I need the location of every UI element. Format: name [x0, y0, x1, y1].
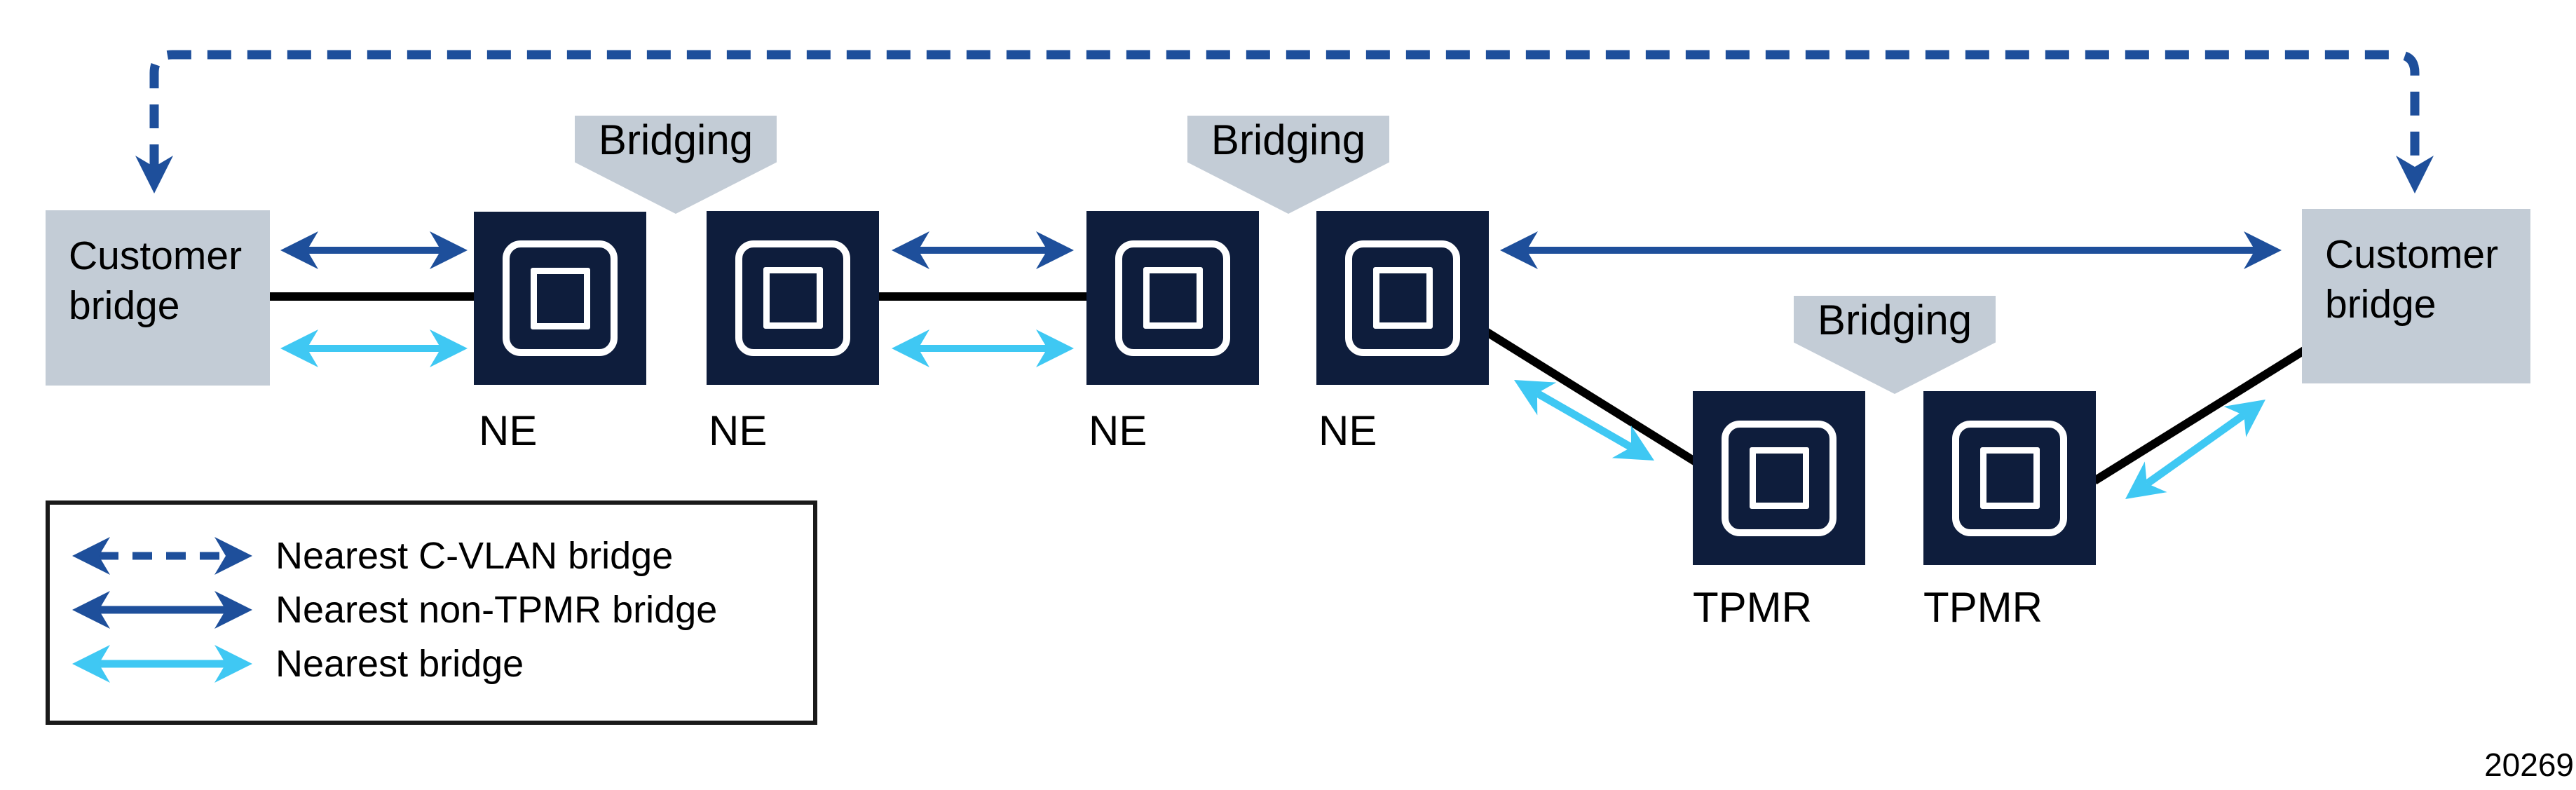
ne-node-2 [707, 211, 879, 385]
link-line-3 [1478, 324, 1702, 468]
legend-item-nearest-label: Nearest bridge [275, 643, 524, 685]
tpmr-label-1: TPMR [1693, 584, 1812, 631]
legend-item-non-tpmr-label: Nearest non-TPMR bridge [275, 589, 718, 631]
ne-node-4 [1316, 211, 1489, 385]
ne-label-2: NE [709, 407, 768, 454]
network-element-icon [1952, 420, 2067, 536]
tpmr-node-1 [1693, 391, 1865, 565]
nearest-bridge-diagonal-arrow-2 [2114, 384, 2277, 515]
legend-cyan-arrow-icon [72, 645, 252, 683]
tpmr-node-2 [1923, 391, 2096, 565]
network-element-icon [503, 240, 618, 356]
network-element-icon [735, 240, 850, 356]
non-tpmr-arrow-2 [892, 231, 1074, 269]
figure-number: 20269 [2484, 747, 2574, 783]
ne-node-1 [474, 212, 646, 385]
nearest-bridge-arrow-2 [892, 329, 1074, 367]
non-tpmr-arrow-3 [1500, 231, 2282, 269]
network-element-icon [1345, 240, 1460, 356]
ne-label-3: NE [1089, 407, 1147, 454]
legend-dashed-arrow-icon [72, 537, 252, 575]
network-element-icon-core [1749, 447, 1809, 509]
network-element-icon-core [1372, 267, 1433, 329]
legend-box [46, 500, 817, 725]
link-line-4 [2092, 346, 2307, 485]
ne-label-4: NE [1318, 407, 1377, 454]
legend-item-cvlan-label: Nearest C-VLAN bridge [275, 535, 674, 577]
link-lines [270, 292, 2307, 485]
network-element-icon-core [1143, 267, 1203, 329]
ne-node-3 [1086, 211, 1259, 385]
network-element-icon-core [530, 267, 590, 329]
network-element-icon-core [763, 267, 823, 329]
legend-solid-arrow-icon [72, 591, 252, 629]
tpmr-label-2: TPMR [1923, 584, 2043, 631]
cvlan-dashed-arrow [135, 50, 2434, 193]
network-element-icon [1115, 240, 1230, 356]
network-element-icon-core [1979, 447, 2040, 509]
ne-label-1: NE [479, 407, 538, 454]
customer-bridge-right: Customer bridge [2302, 209, 2530, 383]
network-element-icon [1722, 420, 1836, 536]
non-tpmr-arrow-1 [280, 231, 468, 269]
nearest-bridge-diagonal-arrow-1 [1504, 363, 1664, 477]
nearest-bridge-arrow-1 [280, 329, 468, 367]
customer-bridge-left: Customer bridge [46, 210, 270, 386]
